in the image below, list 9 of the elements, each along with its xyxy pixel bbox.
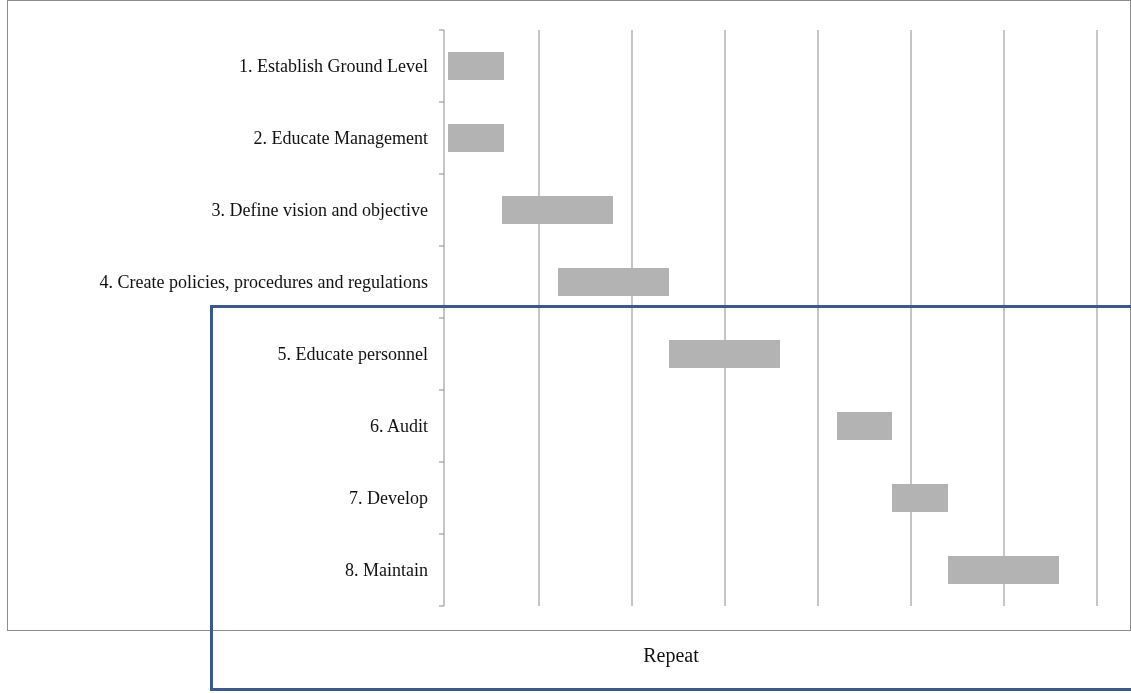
task-label: 6. Audit bbox=[370, 414, 428, 438]
task-label: 2. Educate Management bbox=[253, 126, 428, 150]
task-label: 8. Maintain bbox=[345, 558, 428, 582]
task-label: 4. Create policies, procedures and regulations bbox=[99, 270, 428, 294]
task-label: 1. Establish Ground Level bbox=[239, 54, 428, 78]
task-label: 7. Develop bbox=[349, 486, 428, 510]
repeat-frame bbox=[210, 305, 1131, 691]
task-label: 3. Define vision and objective bbox=[211, 198, 428, 222]
task-label: 5. Educate personnel bbox=[277, 342, 428, 366]
